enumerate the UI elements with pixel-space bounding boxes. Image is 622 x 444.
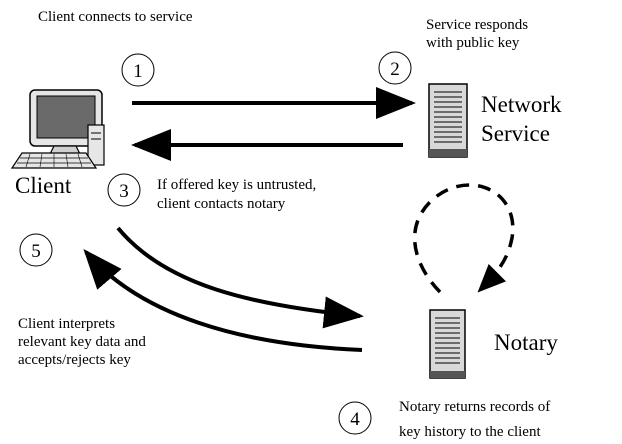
svg-text:4: 4 xyxy=(350,409,360,430)
step-3-marker: 3 xyxy=(107,173,141,207)
step-4-marker: 4 xyxy=(338,401,372,435)
step-2-marker: 2 xyxy=(378,51,412,85)
step-3-caption-line1: If offered key is untrusted, xyxy=(157,177,316,193)
step-1-caption: Client connects to service xyxy=(38,9,193,25)
arrow-notary-to-client xyxy=(83,248,363,352)
notary-label: Notary xyxy=(494,330,558,355)
step-2-caption-line1: Service responds xyxy=(426,17,528,33)
svg-text:2: 2 xyxy=(390,59,400,80)
step-4-caption-line1: Notary returns records of xyxy=(399,399,550,415)
step-5-caption-line1: Client interprets xyxy=(18,316,115,332)
service-label-line2: Service xyxy=(481,121,550,146)
step-5-caption-line3: accepts/rejects key xyxy=(18,352,131,368)
step-5-caption-line2: relevant key data and xyxy=(18,334,146,350)
step-5-marker: 5 xyxy=(19,233,53,267)
step-4-caption-line2: key history to the client xyxy=(399,424,541,440)
arrow-notary-lookup-loop xyxy=(412,183,515,294)
svg-text:5: 5 xyxy=(31,241,41,262)
arrow-client-to-notary xyxy=(116,226,364,329)
svg-text:3: 3 xyxy=(119,181,129,202)
step-2-caption-line2: with public key xyxy=(426,35,520,51)
notary-server-icon xyxy=(429,309,466,379)
service-server-icon xyxy=(428,83,468,158)
svg-text:1: 1 xyxy=(133,61,143,82)
step-1-marker: 1 xyxy=(121,53,155,87)
step-3-caption-line2: client contacts notary xyxy=(157,196,286,212)
computer-icon xyxy=(10,89,105,169)
service-label-line1: Network xyxy=(481,92,562,117)
client-label: Client xyxy=(15,173,72,198)
